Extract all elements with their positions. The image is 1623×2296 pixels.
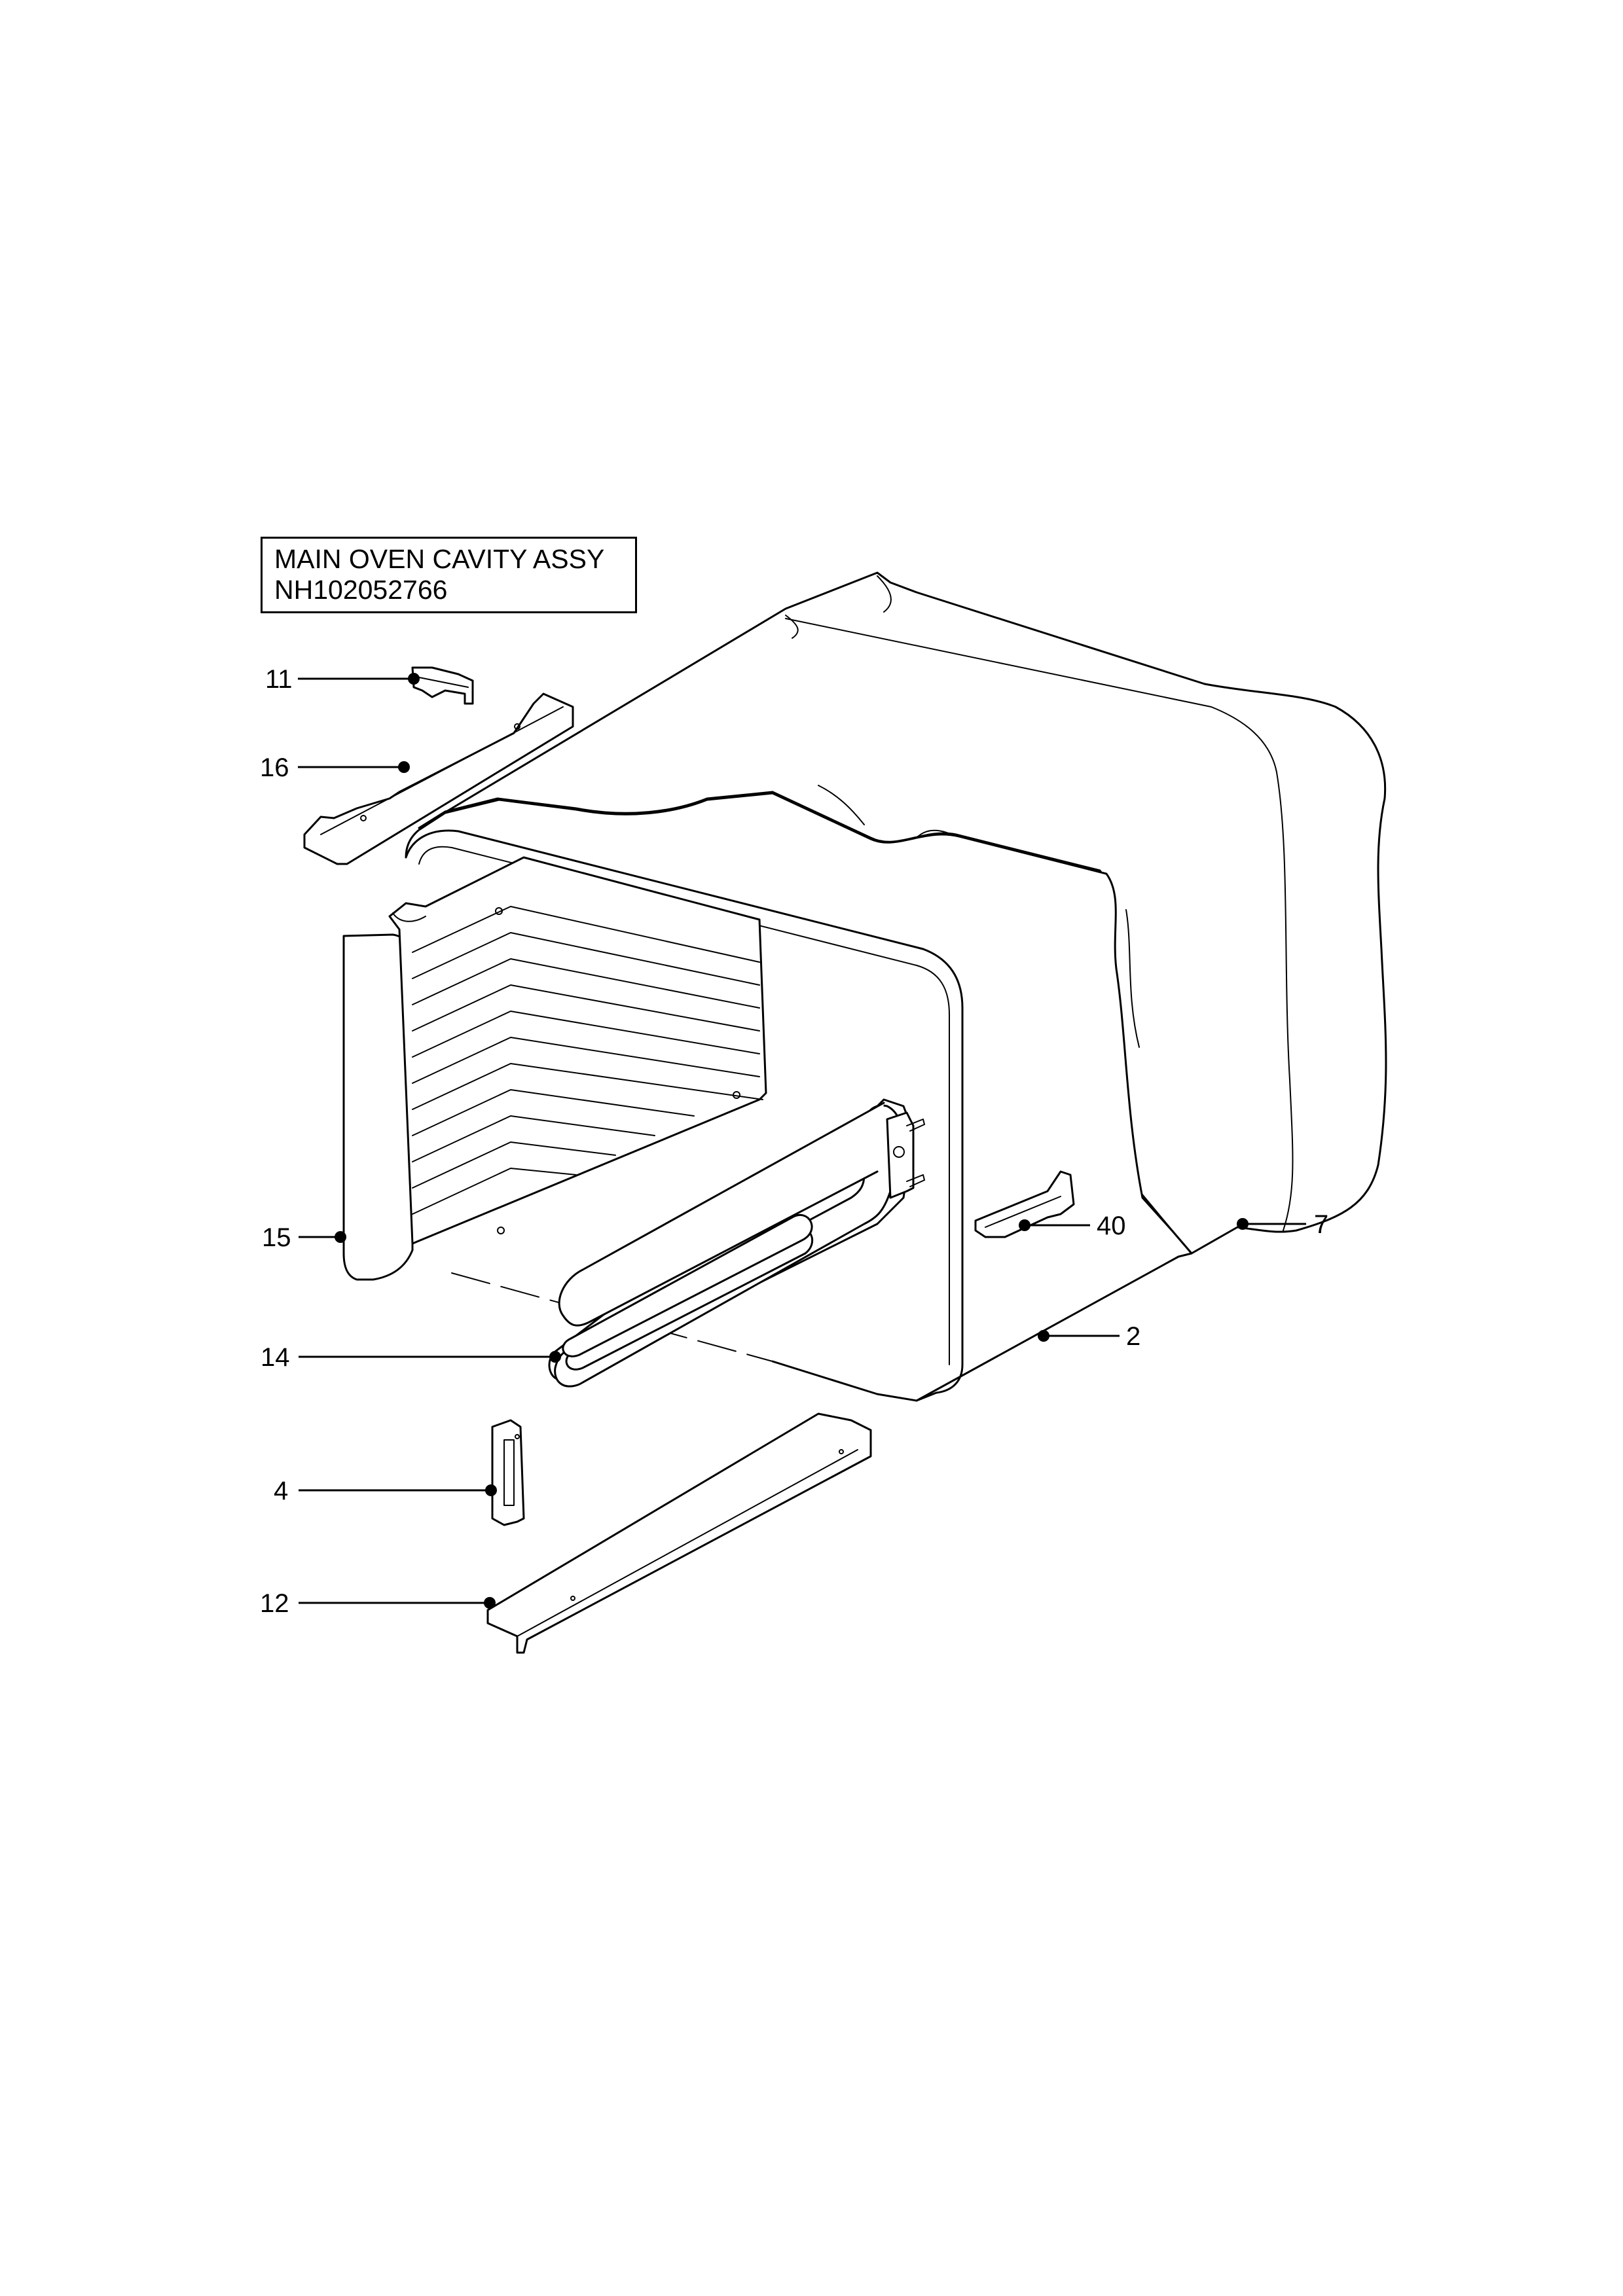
cavity-front-flange: [418, 846, 950, 1365]
part-15-runner-panel: [388, 856, 767, 1245]
callout-label-14: 14: [261, 1343, 290, 1372]
leader-dot-11: [408, 673, 420, 685]
part-11-clip: [411, 666, 474, 705]
runner-hole: [733, 1091, 740, 1099]
part-4-vertical-clip: [491, 1419, 525, 1526]
runner-rib: [412, 1141, 616, 1189]
element-loop-left: [558, 1102, 885, 1327]
callout-label-11: 11: [265, 665, 293, 694]
element-terminal-plate: [886, 1111, 915, 1199]
runner-rib: [412, 1089, 695, 1136]
callout-4: 4: [274, 1477, 497, 1505]
callout-7: 7: [1237, 1210, 1328, 1239]
wrap-wrinkle: [1125, 909, 1140, 1048]
callout-label-16: 16: [260, 753, 289, 782]
callout-label-2: 2: [1126, 1322, 1140, 1351]
runner-hole: [497, 1227, 505, 1234]
leader-dot-15: [335, 1231, 346, 1243]
callout-label-7: 7: [1314, 1210, 1328, 1239]
clip-4-slot: [503, 1439, 515, 1506]
leader-dot-4: [485, 1484, 497, 1496]
callout-15: 15: [262, 1223, 346, 1252]
leader-dot-16: [398, 761, 410, 773]
channel-hole: [839, 1449, 844, 1454]
runner-rib: [412, 932, 760, 986]
channel-fold: [517, 1449, 858, 1637]
bracket-fold: [320, 706, 564, 835]
bracket-hole: [514, 723, 520, 730]
runner-rib: [412, 984, 760, 1031]
runner-rib: [412, 1011, 760, 1058]
wrap-wrinkle: [818, 785, 865, 825]
part-2-oven-cavity: [405, 792, 1193, 1402]
element-pin: [906, 1119, 925, 1132]
element-inner-loop-2: [562, 1213, 813, 1357]
cavity-bottom-edge: [771, 1360, 918, 1402]
clip-fold: [418, 677, 469, 688]
runner-rib: [412, 1063, 763, 1110]
clip-4-hole: [515, 1434, 520, 1439]
bracket-40-fold: [985, 1196, 1061, 1228]
wrap-wrinkle: [877, 575, 892, 613]
runner-rib: [412, 906, 760, 963]
runner-hole: [495, 907, 503, 915]
channel-hole: [570, 1596, 575, 1601]
runner-rib: [412, 958, 760, 1009]
runner-rib: [412, 1168, 577, 1215]
callout-14: 14: [261, 1343, 561, 1372]
wrap-wrinkle: [785, 615, 799, 639]
part-12-channel: [486, 1412, 872, 1654]
runner-rib: [412, 1037, 760, 1084]
callout-label-4: 4: [274, 1477, 288, 1505]
element-terminal-hole: [893, 1146, 905, 1158]
element-pin: [906, 1174, 925, 1187]
callout-label-40: 40: [1097, 1211, 1126, 1240]
part-16-top-bracket: [303, 692, 574, 865]
runner-tab: [392, 912, 426, 922]
title-box: MAIN OVEN CAVITY ASSY NH102052766: [261, 537, 637, 613]
callout-2: 2: [1038, 1322, 1140, 1351]
callout-12: 12: [260, 1589, 496, 1618]
bracket-hole: [360, 815, 367, 821]
leader-dot-14: [549, 1351, 561, 1363]
callout-label-12: 12: [260, 1589, 289, 1618]
runner-rib: [412, 1115, 655, 1162]
callout-11: 11: [265, 665, 420, 694]
assembly-title: MAIN OVEN CAVITY ASSY: [274, 544, 605, 574]
assembly-part-number: NH102052766: [274, 575, 448, 605]
callout-40: 40: [1019, 1211, 1126, 1240]
callout-label-15: 15: [262, 1223, 291, 1252]
callout-16: 16: [260, 753, 410, 782]
wrap-fold-line: [785, 618, 1294, 1231]
leader-dot-12: [484, 1597, 496, 1609]
